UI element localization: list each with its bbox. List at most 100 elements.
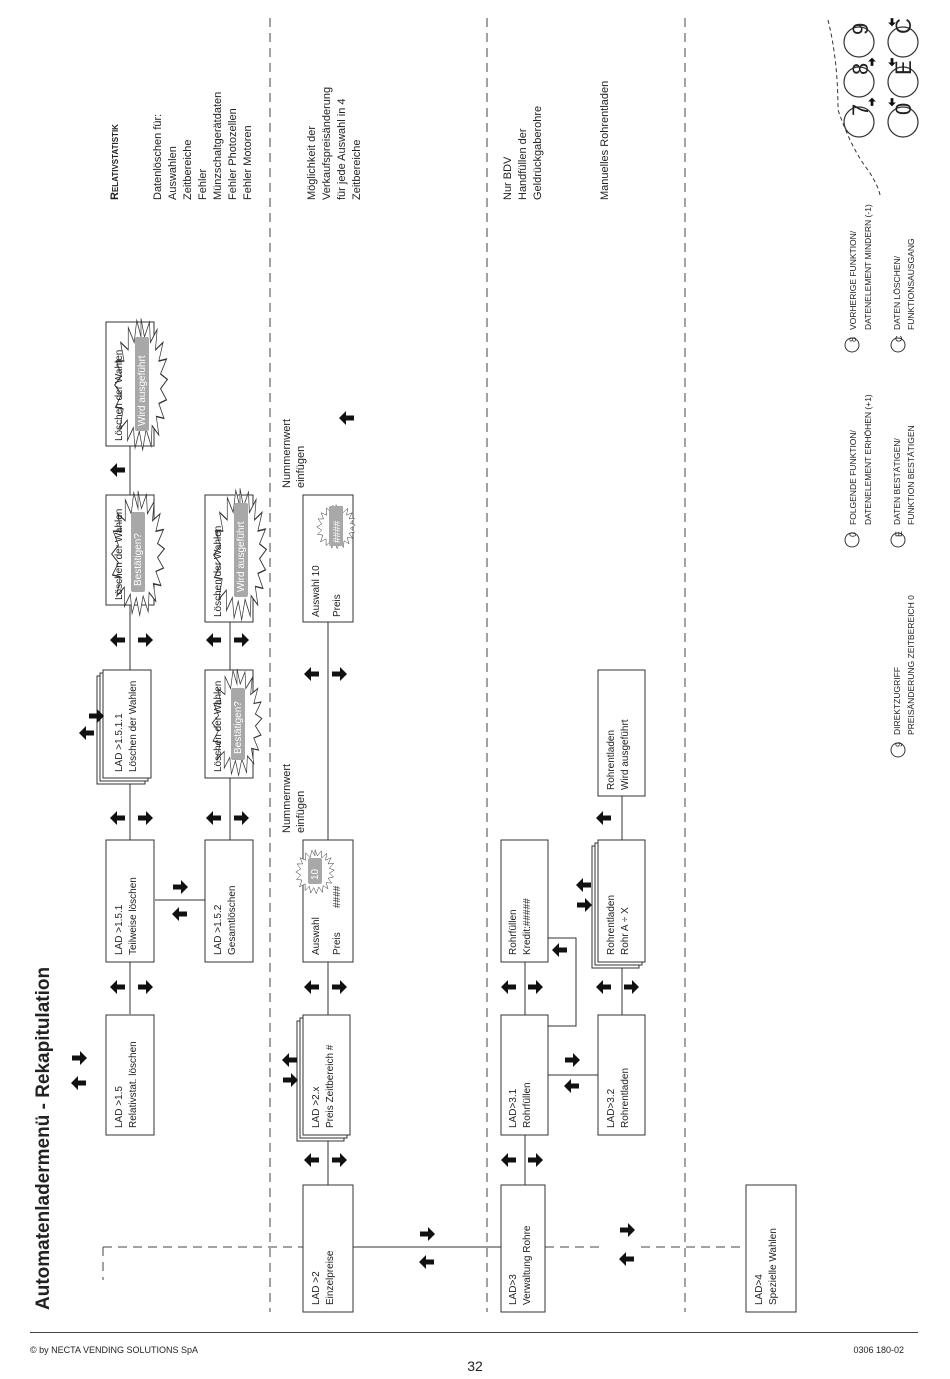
key0-line1: FOLGENDE FUNKTION/ bbox=[848, 429, 858, 525]
legend-key8: 8 VORHERIGE FUNKTION/ DATENELEMENT MINDE… bbox=[844, 204, 873, 353]
keypad-illustration: 7 8 9 0 E C bbox=[827, 18, 919, 196]
lad4-line1: LAD>4 bbox=[754, 1274, 765, 1305]
bdv-line-1: Handfüllen der bbox=[517, 128, 529, 200]
key-E: E bbox=[891, 60, 916, 75]
key-8: 8 bbox=[848, 63, 873, 75]
key-0: 0 bbox=[891, 103, 916, 115]
lad31-line1: LAD>3.1 bbox=[508, 1088, 519, 1128]
footer-copyright: © by NECTA VENDING SOLUTIONS SpA bbox=[30, 1345, 199, 1355]
key8-symbol: 8 bbox=[848, 337, 858, 342]
legend-key9: 9 DIREKTZUGRIFF PREISÄNDERUNG ZEITBEREIC… bbox=[890, 595, 916, 758]
lad3-line2: Verwaltung Rohre bbox=[522, 1225, 533, 1305]
bdv-line-2: Geldrückgaberohre bbox=[532, 106, 544, 200]
relativ-line-6: Fehler Motoren bbox=[242, 125, 254, 200]
page-number: 32 bbox=[467, 1358, 483, 1374]
lad2-line1: LAD >2 bbox=[311, 1271, 322, 1305]
relativ-line-1: Auswahlen bbox=[167, 146, 179, 200]
key-7: 7 bbox=[848, 104, 873, 116]
auswahl10-line2: Preis bbox=[332, 594, 343, 617]
lad4-line2: Spezielle Wahlen bbox=[768, 1228, 779, 1305]
loeschen-4: Löschen der Wahlen bbox=[213, 526, 224, 617]
lad15-line2: Relativstat. löschen bbox=[128, 1041, 139, 1128]
lad151-line1: LAD >1.5.1 bbox=[114, 904, 125, 955]
auswahl-line2: Preis bbox=[332, 932, 343, 955]
key8-line1: VORHERIGE FUNKTION/ bbox=[848, 230, 858, 330]
blink-bursts bbox=[110, 317, 356, 894]
key9-symbol: 9 bbox=[894, 742, 904, 747]
wird-1: Wird ausgeführt bbox=[137, 355, 148, 426]
preis-line-2: für jede Auswahl in 4 bbox=[336, 98, 348, 200]
relativ-line-2: Zeitbereiche bbox=[182, 139, 194, 200]
key-C: C bbox=[891, 18, 916, 34]
relativ-heading: Relativstatistik bbox=[109, 124, 121, 200]
lad1511-line1: LAD >1.5.1.1 bbox=[114, 713, 125, 772]
key0-symbol: 0 bbox=[848, 532, 858, 537]
legend-keyE: E DATEN BESTÄTIGEN/ FUNKTION BESTÄTIGEN bbox=[890, 425, 916, 548]
key8-line2: DATENELEMENT MINDERN (-1) bbox=[863, 204, 873, 330]
lad31-line2: Rohrfüllen bbox=[522, 1082, 533, 1128]
preis-line-3: Zeitbereiche bbox=[351, 139, 363, 200]
nummernwert-2a: Nummernwert bbox=[281, 419, 293, 488]
lad15-line1: LAD >1.5 bbox=[114, 1086, 125, 1128]
auswahl-num: 10 bbox=[310, 868, 321, 880]
key9-line2: PREISÄNDERUNG ZEITBEREICH 0 bbox=[906, 595, 916, 735]
rohrfuellen-line2: Kredit:##### bbox=[522, 898, 533, 955]
keyE-symbol: E bbox=[894, 531, 904, 537]
relativ-line-0: Datenlöschen für: bbox=[152, 114, 164, 200]
lad2x-line2: Preis Zeitbereich # bbox=[325, 1044, 336, 1128]
loeschen-2: Löschen der Wahlen bbox=[114, 350, 125, 441]
lad2-line2: Einzelpreise bbox=[325, 1250, 336, 1305]
box-labels: LAD >2 Einzelpreise LAD>3 Verwaltung Roh… bbox=[114, 350, 779, 1305]
page-title: Automatenladermenü - Rekapitulation bbox=[33, 967, 54, 1310]
keyE-line1: DATEN BESTÄTIGEN/ bbox=[892, 438, 902, 525]
relativ-line-4: Münzschaltgerätdaten bbox=[212, 92, 224, 200]
keyC-line1: DATEN LÖSCHEN/ bbox=[892, 255, 902, 330]
bdv-line-0: Nur BDV bbox=[502, 156, 514, 200]
key9-line1: DIREKTZUGRIFF bbox=[892, 667, 902, 735]
rohrentladen2-line1: Rohrentladen bbox=[606, 730, 617, 790]
nummernwert-1b: einfügen bbox=[295, 791, 307, 833]
lad32-line1: LAD>3.2 bbox=[606, 1088, 617, 1128]
lad2x-line1: LAD >2.x bbox=[311, 1087, 322, 1128]
nummernwert-2b: einfügen bbox=[295, 446, 307, 488]
key-9: 9 bbox=[848, 23, 873, 35]
auswahl10-line1: Auswahl 10 bbox=[311, 565, 322, 617]
manuell-note: Manuelles Rohrentladen bbox=[599, 81, 611, 200]
rohrfuellen-line1: Rohrfüllen bbox=[508, 909, 519, 955]
nummernwert-1a: Nummernwert bbox=[281, 764, 293, 833]
legend-keyC: C DATEN LÖSCHEN/ FUNKTIONSAUSGANG bbox=[890, 238, 916, 353]
keyE-line2: FUNKTION BESTÄTIGEN bbox=[906, 425, 916, 525]
key-legend: 0 FOLGENDE FUNKTION/ DATENELEMENT ERHÖHE… bbox=[844, 204, 916, 758]
relativ-line-3: Fehler bbox=[197, 168, 209, 200]
keyC-line2: FUNKTIONSAUSGANG bbox=[906, 238, 916, 330]
lad151-line2: Teilweise löschen bbox=[128, 877, 139, 955]
footer-doc-code: 0306 180-02 bbox=[853, 1345, 904, 1355]
rohrentladen-line1: Rohrentladen bbox=[606, 895, 617, 955]
auswahl10-price: #### bbox=[332, 520, 343, 543]
loeschen-1: Löschen der Wahlen bbox=[114, 509, 125, 600]
section-dividers bbox=[102, 18, 746, 1312]
footer-rule bbox=[30, 1332, 918, 1333]
connectors bbox=[129, 446, 623, 1248]
side-notes: Nummernwert einfügen Nummernwert einfüge… bbox=[109, 81, 611, 833]
keyC-symbol: C bbox=[894, 335, 904, 342]
relativ-line-5: Fehler Photozellen bbox=[227, 108, 239, 200]
lad1511-line2: Löschen der Wahlen bbox=[128, 681, 139, 772]
rohrentladen-line2: Rohr A ÷ X bbox=[620, 907, 631, 955]
rohrentladen2-line2: Wird ausgeführt bbox=[620, 719, 631, 790]
auswahl-line1: Auswahl bbox=[311, 917, 322, 955]
lad3-line1: LAD>3 bbox=[508, 1274, 519, 1305]
lad32-line2: Rohrentladen bbox=[620, 1068, 631, 1128]
preis-line-1: Verkaufspreisänderung bbox=[321, 87, 333, 200]
loeschen-3: Löschen der Wahlen bbox=[213, 681, 224, 772]
auswahl-price: #### bbox=[332, 885, 343, 908]
bestaetigen-1: Bestätigen? bbox=[133, 533, 144, 586]
legend-key0: 0 FOLGENDE FUNKTION/ DATENELEMENT ERHÖHE… bbox=[844, 394, 873, 548]
key0-line2: DATENELEMENT ERHÖHEN (+1) bbox=[863, 394, 873, 525]
lad152-line2: Gesamtlöschen bbox=[227, 886, 238, 955]
preis-line-0: Möglichkeit der bbox=[306, 126, 318, 200]
bestaetigen-2: Bestätigen? bbox=[233, 701, 244, 754]
wird-2: Wird ausgeführt bbox=[236, 521, 247, 592]
lad152-line1: LAD >1.5.2 bbox=[213, 904, 224, 955]
